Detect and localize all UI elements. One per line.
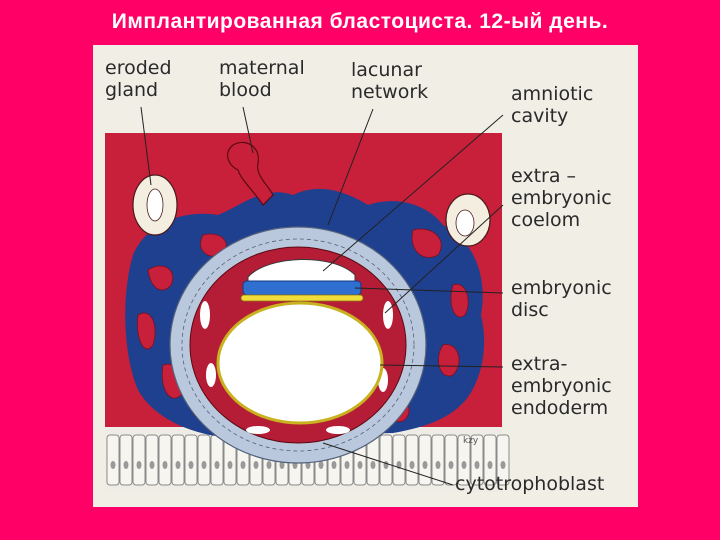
epithelial-cell-nucleus [162, 461, 168, 469]
epithelial-cell-nucleus [474, 461, 480, 469]
epithelial-cell [106, 434, 120, 486]
epithelial-cell [145, 434, 159, 486]
epithelial-cell-nucleus [136, 461, 142, 469]
label-extraembryonic-coelom: extra – embryonic coelom [511, 165, 612, 231]
epithelial-cell [418, 434, 432, 486]
epithelial-cell-nucleus [188, 461, 194, 469]
epithelial-cell-nucleus [279, 461, 285, 469]
epithelial-cell-nucleus [370, 461, 376, 469]
maternal-blood-vessel [226, 141, 274, 206]
epithelial-cell-nucleus [318, 461, 324, 469]
epithelial-cell [496, 434, 510, 486]
epithelial-cell-nucleus [110, 461, 116, 469]
slide-title: Имплантированная бластоциста. 12-ый день… [111, 10, 609, 33]
embryonic-disc-hypoblast [240, 294, 364, 302]
epithelial-cell [431, 434, 445, 486]
epithelial-cell [158, 434, 172, 486]
epithelial-cell-nucleus [383, 461, 389, 469]
epithelial-cell [379, 434, 393, 486]
epithelial-cell [184, 434, 198, 486]
epithelial-cell-nucleus [214, 461, 220, 469]
epithelial-cell-nucleus [357, 461, 363, 469]
blastocyst-diagram: kzy eroded gland maternal blood lacunar … [93, 45, 638, 507]
label-cytotrophoblast: cytotrophoblast [455, 473, 605, 495]
epithelial-cell [392, 434, 406, 486]
epithelial-cell-nucleus [331, 461, 337, 469]
amniotic-cavity [247, 259, 356, 284]
label-lacunar-network: lacunar network [351, 59, 429, 103]
epithelial-cell-nucleus [149, 461, 155, 469]
label-amniotic-cavity: amniotic cavity [511, 83, 594, 127]
epithelial-cell-nucleus [227, 461, 233, 469]
epithelial-cell [457, 434, 471, 486]
artist-signature: kzy [463, 436, 479, 446]
epithelial-cell-nucleus [422, 461, 428, 469]
label-embryonic-disc: embryonic disc [511, 277, 612, 321]
epithelial-cell-nucleus [253, 461, 259, 469]
blastocyst-illustration: kzy [105, 106, 510, 492]
epithelial-cell [132, 434, 146, 486]
epithelial-cell [405, 434, 419, 486]
label-extraembryonic-endoderm: extra- embryonic endoderm [511, 353, 612, 419]
epithelial-cell-nucleus [487, 461, 493, 469]
epithelial-cell-nucleus [266, 461, 272, 469]
primary-yolk-sac [216, 301, 384, 425]
epithelial-cell [210, 434, 224, 486]
epithelial-cell-nucleus [409, 461, 415, 469]
epithelial-cell [470, 434, 484, 486]
epithelial-cell-nucleus [500, 461, 506, 469]
epithelial-cell [444, 434, 458, 486]
eroded-gland-left [132, 174, 178, 236]
extraembryonic-coelom-spaces [200, 301, 393, 434]
epithelial-cell [119, 434, 133, 486]
epithelial-cell-nucleus [461, 461, 467, 469]
epithelial-cell-nucleus [175, 461, 181, 469]
epithelial-cell [197, 434, 211, 486]
label-maternal-blood: maternal blood [219, 57, 305, 101]
epithelial-cell-nucleus [344, 461, 350, 469]
pointer-lines [140, 106, 504, 486]
eroded-gland-right [445, 193, 491, 247]
epithelial-cell [171, 434, 185, 486]
epithelial-cell-nucleus [123, 461, 129, 469]
epithelial-cell-nucleus [435, 461, 441, 469]
label-eroded-gland: eroded gland [105, 57, 172, 101]
epithelial-cell-nucleus [448, 461, 454, 469]
embryonic-disc-epiblast [242, 280, 362, 296]
epithelial-cell [483, 434, 497, 486]
epithelial-cell-nucleus [240, 461, 246, 469]
epithelial-cell-nucleus [201, 461, 207, 469]
